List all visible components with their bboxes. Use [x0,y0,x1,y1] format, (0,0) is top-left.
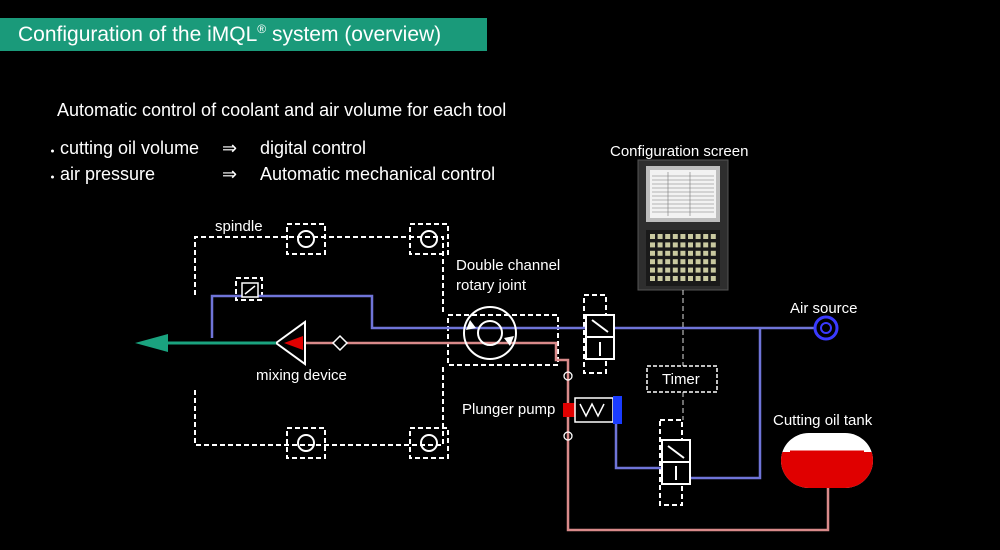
label-rotary-joint-2: rotary joint [456,277,527,294]
keypad-key [665,234,671,239]
bullet-marker: ･ [48,142,57,162]
keypad-key [680,267,686,273]
bullet-arrow: ⇒ [222,138,238,158]
keypad-key [680,250,686,256]
keypad-key [650,242,655,248]
label-configuration-screen: Configuration screen [610,143,749,160]
keypad-key [665,276,671,281]
keypad-key [688,259,693,265]
keypad-key [710,259,716,265]
keypad-key [657,234,663,239]
keypad-key [695,234,701,239]
keypad-key [680,242,686,248]
keypad-key [672,276,678,281]
keypad-key [688,242,693,248]
bearings [297,230,438,452]
keypad-key [703,259,709,265]
keypad-key [703,250,709,256]
keypad-key [657,242,663,248]
keypad-key [695,267,701,273]
title-bar: Configuration of the iMQL® system (overv… [0,18,487,51]
keypad-key [672,250,678,256]
keypad-key [657,250,663,256]
keypad-key [657,276,663,281]
pressure-valve-icon [241,282,259,298]
keypad-key [688,276,693,281]
keypad-key [650,234,655,239]
keypad-key [688,250,693,256]
keypad-key [710,242,716,248]
keypad-key [710,250,716,256]
keypad-key [710,234,716,239]
keypad-key [680,276,686,281]
bullet-item-air: air pressure [60,164,156,184]
keypad-key [665,242,671,248]
cnc-panel [637,159,729,291]
air-lines [210,294,826,480]
check-valve-icon [331,334,349,352]
bullet-value-oil: digital control [260,138,367,158]
keypad-key [710,276,716,281]
keypad-key [680,234,686,239]
keypad-key [657,267,663,273]
label-cutting-oil-tank: Cutting oil tank [773,412,873,429]
solenoid-valve-air [585,314,615,360]
keypad-key [703,276,709,281]
keypad-key [688,267,693,273]
keypad-key [695,276,701,281]
label-mixing-device: mixing device [256,367,347,384]
keypad-key [665,267,671,273]
keypad-key [672,267,678,273]
keypad-key [703,267,709,273]
keypad-key [695,242,701,248]
page-title: Configuration of the iMQL® system (overv… [18,22,442,46]
rotary-joint-icon [463,306,517,360]
label-plunger-pump: Plunger pump [462,401,556,418]
mixing-device-icon [274,320,306,366]
bullet-marker: ･ [48,168,57,188]
keypad-key [672,242,678,248]
keypad-key [688,234,693,239]
spindle-housing [194,223,683,506]
oil-tank-icon [781,433,873,488]
label-rotary-joint-1: Double channel [456,257,561,274]
keypad-key [695,250,701,256]
keypad-key [703,234,709,239]
keypad-key [665,259,671,265]
keypad-key [650,250,655,256]
label-spindle: spindle [215,218,263,235]
solenoid-valve-pump [661,439,691,485]
outlet-arrow [135,334,276,352]
keypad-key [650,276,655,281]
bullet-arrow: ⇒ [222,164,238,184]
bullet-value-air: Automatic mechanical control [260,164,496,184]
keypad-key [650,259,655,265]
label-air-source: Air source [790,300,858,317]
keypad-key [695,259,701,265]
plunger-pump-icon [563,396,622,424]
subtitle: Automatic control of coolant and air vol… [57,100,507,120]
label-timer: Timer [662,371,700,388]
check-valve-vertical-icon [563,371,573,441]
timer-box [646,365,718,393]
keypad-key [657,259,663,265]
keypad-key [710,267,716,273]
keypad-key [665,250,671,256]
air-source-icon [813,315,839,341]
keypad-key [650,267,655,273]
keypad-key [672,234,678,239]
keypad-key [680,259,686,265]
oil-lines [305,341,830,532]
keypad-key [672,259,678,265]
bullet-item-oil: cutting oil volume [60,138,200,158]
keypad-key [703,242,709,248]
